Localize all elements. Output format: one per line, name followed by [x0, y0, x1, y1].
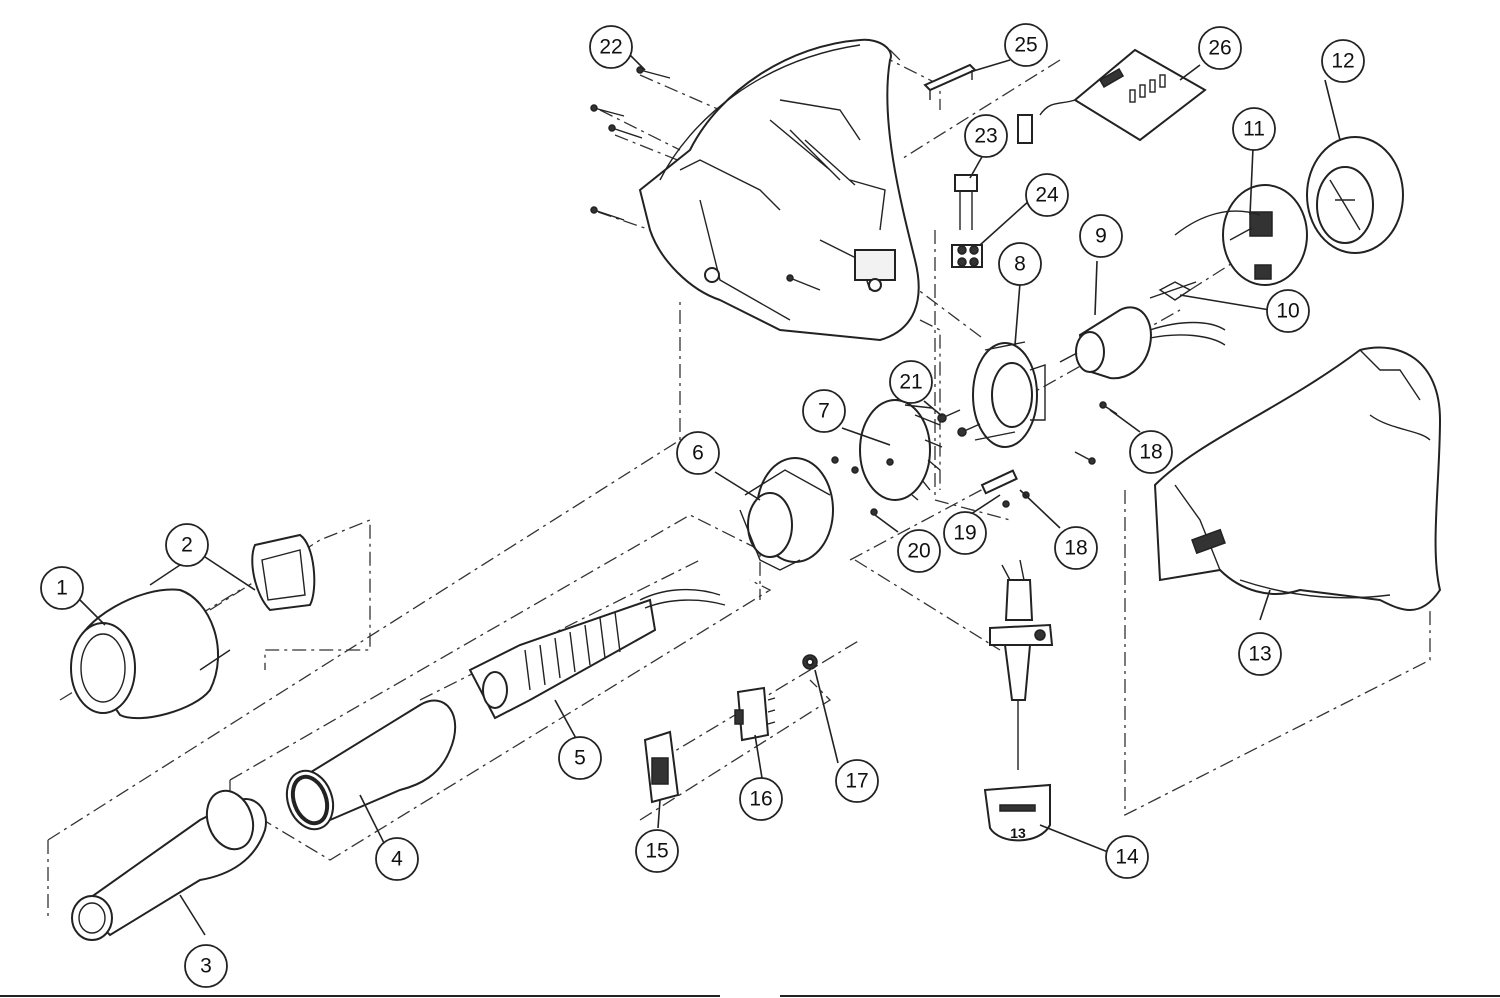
- svg-text:4: 4: [391, 848, 403, 871]
- heater-holder: [739, 456, 878, 571]
- svg-text:21: 21: [899, 371, 922, 394]
- callout-11: 11: [1232, 107, 1276, 151]
- callout-24: 24: [1025, 173, 1069, 217]
- terminal-block: [951, 244, 983, 268]
- callout-14: 14: [1105, 835, 1149, 879]
- callout-5: 5: [558, 736, 602, 780]
- svg-text:2: 2: [181, 534, 193, 557]
- callout-3: 3: [184, 944, 228, 988]
- svg-text:10: 10: [1276, 300, 1299, 323]
- callout-18-upper: 18: [1129, 430, 1173, 474]
- svg-text:5: 5: [574, 747, 586, 770]
- callout-9: 9: [1079, 214, 1123, 258]
- svg-text:14: 14: [1115, 846, 1139, 869]
- svg-text:9: 9: [1095, 225, 1107, 248]
- svg-text:6: 6: [692, 442, 704, 465]
- callout-18-lower: 18: [1054, 526, 1098, 570]
- callout-13: 13: [1238, 632, 1282, 676]
- knob: [802, 654, 818, 670]
- rocker-switch: [734, 686, 776, 742]
- svg-text:3: 3: [200, 955, 212, 978]
- plug-rating-text: 13: [1010, 825, 1026, 841]
- svg-text:17: 17: [845, 770, 868, 793]
- callout-6: 6: [676, 431, 720, 475]
- callout-10: 10: [1266, 289, 1310, 333]
- callout-1: 1: [40, 566, 84, 610]
- end-cap: [1306, 136, 1404, 254]
- fan-housing: [972, 341, 1046, 448]
- thermal-fuse: [954, 174, 978, 230]
- callout-8: 8: [998, 242, 1042, 286]
- housing-half: [638, 38, 920, 342]
- mica-tube: [285, 699, 457, 831]
- callout-7: 7: [802, 389, 846, 433]
- callout-19: 19: [943, 511, 987, 555]
- svg-text:26: 26: [1208, 37, 1231, 60]
- svg-text:16: 16: [749, 788, 772, 811]
- svg-text:7: 7: [818, 400, 830, 423]
- callout-21: 21: [889, 360, 933, 404]
- callout-15: 15: [635, 829, 679, 873]
- callout-17: 17: [835, 759, 879, 803]
- assembly-axis-lines: [47, 49, 1431, 920]
- callout-26: 26: [1198, 26, 1242, 70]
- svg-text:18: 18: [1064, 537, 1087, 560]
- nozzle: [70, 564, 231, 720]
- callout-12: 12: [1321, 39, 1365, 83]
- switch-cover: [643, 730, 680, 804]
- switch-bracket: [923, 63, 977, 100]
- svg-text:19: 19: [953, 522, 976, 545]
- callout-leader-lines: [79, 54, 1341, 936]
- callout-2: 2: [165, 523, 209, 567]
- power-cord: 13: [983, 559, 1054, 842]
- svg-text:11: 11: [1243, 118, 1265, 141]
- svg-text:8: 8: [1014, 253, 1026, 276]
- callout-25: 25: [1004, 23, 1048, 67]
- rectifier-clip: [1149, 281, 1197, 301]
- svg-text:20: 20: [907, 540, 930, 563]
- svg-text:1: 1: [56, 577, 68, 600]
- motor: [1059, 306, 1226, 380]
- outer-nozzle-tube: [71, 789, 267, 941]
- callout-20: 20: [897, 529, 941, 573]
- callout-22: 22: [589, 25, 633, 69]
- svg-text:22: 22: [599, 36, 622, 59]
- callout-4: 4: [375, 837, 419, 881]
- callout-16: 16: [739, 777, 783, 821]
- callout-23: 23: [964, 114, 1008, 158]
- fan-screws: [937, 401, 1118, 465]
- svg-text:12: 12: [1331, 50, 1354, 73]
- heating-element: [468, 588, 726, 720]
- svg-text:23: 23: [974, 125, 997, 148]
- retaining-ring: [251, 533, 316, 612]
- svg-text:18: 18: [1139, 441, 1162, 464]
- svg-text:13: 13: [1248, 643, 1271, 666]
- fan-impeller: [859, 394, 943, 501]
- svg-text:24: 24: [1035, 184, 1059, 207]
- housing-screws: [590, 66, 821, 291]
- circuit-board: [1017, 48, 1207, 144]
- svg-text:15: 15: [645, 840, 668, 863]
- motor-mount-plate: [1174, 184, 1308, 286]
- outer-housing-shell: [1153, 346, 1442, 611]
- svg-text:25: 25: [1014, 34, 1037, 57]
